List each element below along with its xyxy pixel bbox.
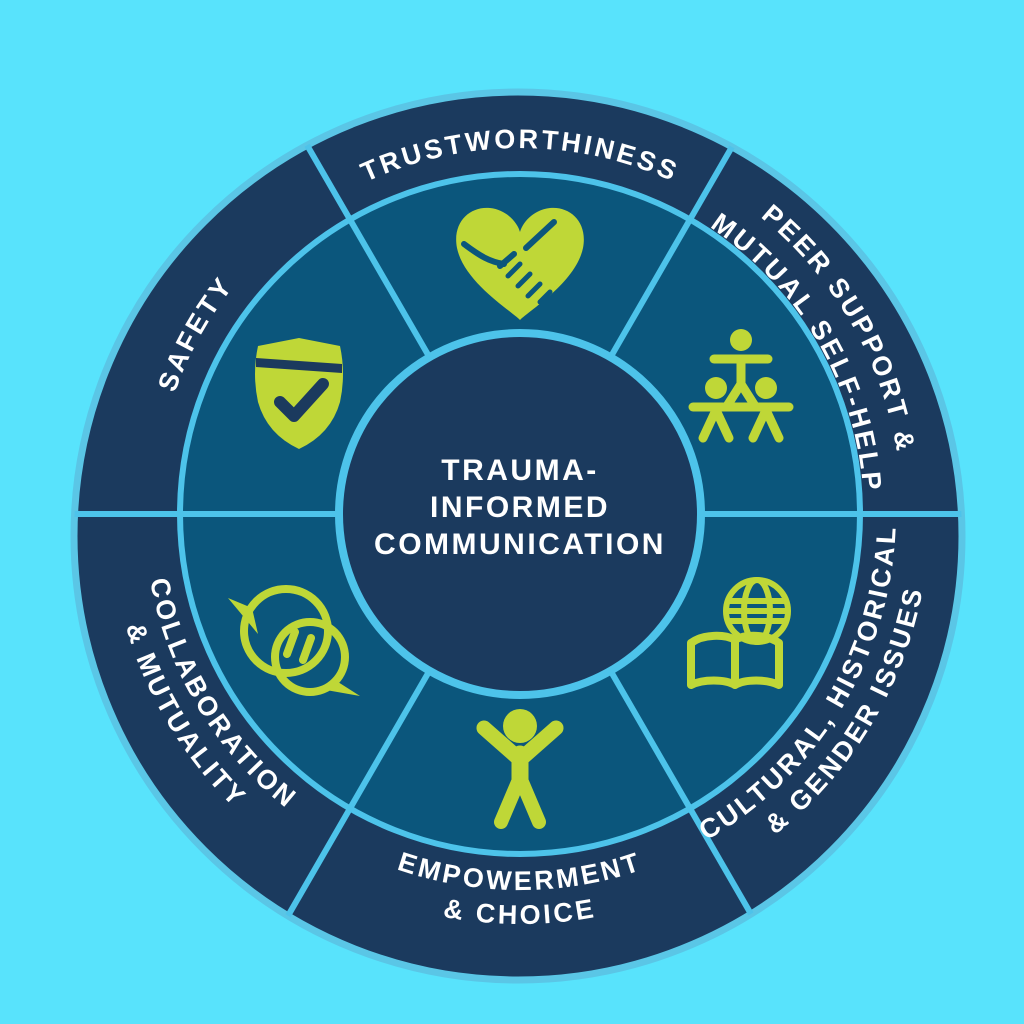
raised-arms-person-icon: [476, 709, 564, 829]
shield-check-icon: [255, 338, 343, 449]
center-title-line3: COMMUNICATION: [374, 528, 666, 561]
divider-60deg: [606, 105, 758, 362]
speech-bubbles-equal-icon: [228, 585, 360, 696]
center-title: TRAUMA- INFORMED COMMUNICATION: [374, 454, 666, 561]
divider-240deg: [282, 666, 434, 923]
people-pyramid-icon: [688, 329, 794, 443]
handshake-heart-icon: [456, 207, 584, 320]
center-circle: [335, 329, 705, 699]
center-title-line2: INFORMED: [430, 491, 610, 524]
globe-open-book-icon: [687, 577, 791, 689]
sector-dividers: [74, 105, 962, 923]
divider-120deg: [282, 105, 434, 362]
center-title-line1: TRAUMA-: [441, 454, 598, 487]
divider-300deg: [606, 666, 758, 923]
ring-inner-boundary: [177, 171, 863, 857]
